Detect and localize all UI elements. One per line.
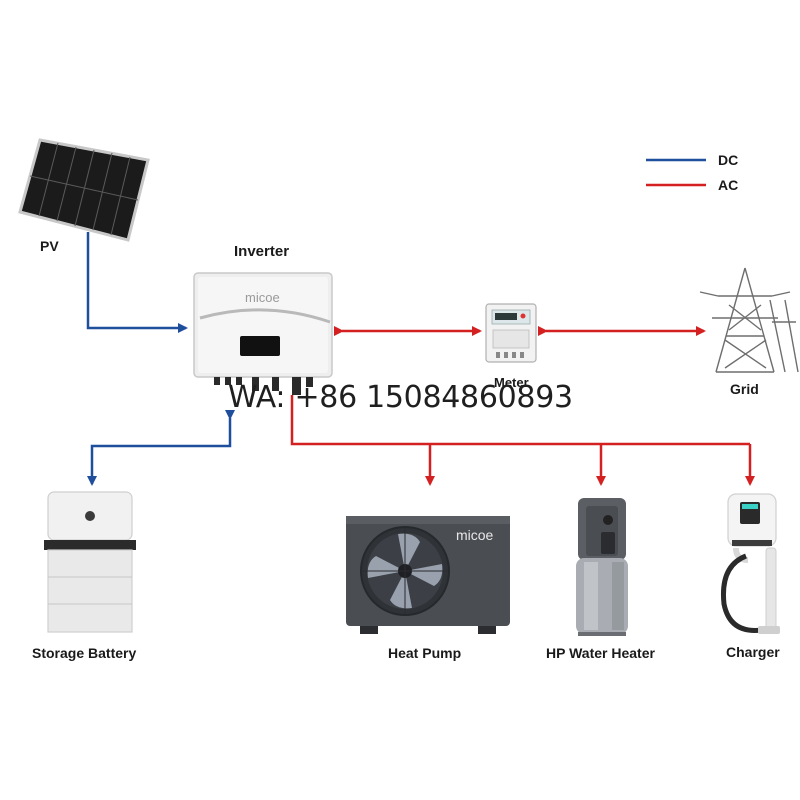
storage-battery-label: Storage Battery [32,645,137,661]
grid-label: Grid [730,381,759,397]
hp-water-heater-label: HP Water Heater [546,645,655,661]
heat-pump-label: Heat Pump [388,645,462,661]
storage-battery-image [44,491,136,633]
meter-image [485,303,537,363]
heat-pump-brand: micoe [456,527,494,543]
legend-dc-label: DC [718,152,739,168]
charger-image [720,493,780,634]
watermark-text: WA: +86 15084860893 [228,380,573,415]
dc-line-inverter-battery [87,410,235,486]
charger-label: Charger [726,644,780,660]
meter-label: Meter [494,375,529,390]
inverter-image [193,272,333,395]
grid-tower-image [699,267,799,373]
dc-line-pv-to-inverter [86,232,188,333]
pv-panel-image [18,138,150,242]
inverter-brand: micoe [245,290,280,305]
legend-ac-label: AC [718,177,739,193]
ac-line-distribution [290,395,750,446]
pv-label: PV [40,238,59,254]
inverter-label: Inverter [234,243,290,260]
hp-water-heater-image [576,498,628,636]
heat-pump-image [346,516,510,634]
